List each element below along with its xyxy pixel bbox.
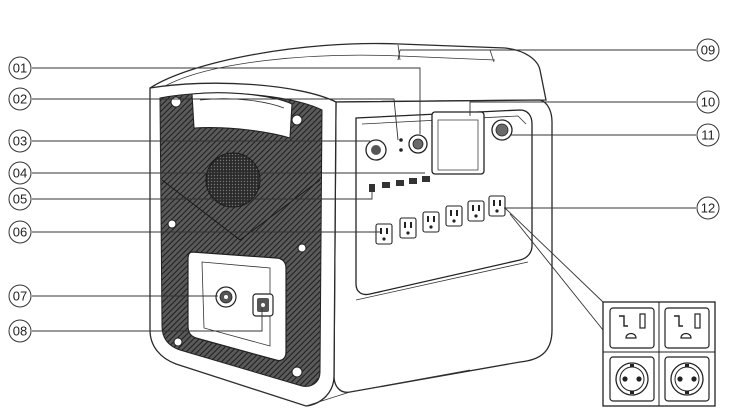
usb-port-icon [409, 178, 417, 184]
screw-icon [170, 96, 182, 108]
outlet-variants-inset [504, 207, 716, 407]
side-panel [159, 92, 323, 387]
svg-text:12: 12 [701, 201, 715, 216]
us-outlet-variant-icon [664, 307, 710, 349]
svg-text:08: 08 [13, 324, 27, 339]
ac-outlet-icon [467, 200, 485, 222]
fan-grill-icon [205, 152, 261, 208]
svg-text:04: 04 [13, 166, 27, 181]
callout-06: 06 [8, 220, 32, 244]
svg-text:05: 05 [13, 192, 27, 207]
callout-05: 05 [8, 187, 32, 211]
callout-07: 07 [8, 284, 32, 308]
svg-text:02: 02 [13, 92, 27, 107]
callout-02: 02 [8, 87, 32, 111]
callout-01: 01 [8, 56, 32, 80]
svg-text:10: 10 [701, 95, 715, 110]
svg-text:03: 03 [13, 134, 27, 149]
ac-outlet-icon [488, 195, 506, 217]
ac-outlet-icon [399, 217, 417, 239]
front-panel [355, 109, 533, 301]
callout-08: 08 [8, 319, 32, 343]
lcd-display [431, 111, 485, 175]
carry-handle[interactable] [191, 92, 293, 139]
indicator-icon [399, 138, 403, 142]
callout-09: 09 [696, 38, 720, 62]
callout-12: 12 [696, 196, 720, 220]
callout-04: 04 [8, 161, 32, 185]
indicator-icon [399, 148, 403, 152]
input-bay [187, 251, 287, 362]
callout-10: 10 [696, 90, 720, 114]
svg-text:09: 09 [701, 43, 715, 58]
svg-text:01: 01 [13, 61, 27, 76]
usb-port-icon [396, 180, 404, 186]
svg-text:06: 06 [13, 225, 27, 240]
ac-outlet-row [375, 195, 506, 245]
eu-outlet-variant-icon [609, 356, 655, 402]
screw-icon [167, 219, 177, 229]
ac-outlet-icon [445, 205, 463, 227]
screw-icon [291, 114, 303, 126]
usb-port-icon [382, 182, 390, 188]
leader-lines [32, 49, 696, 332]
svg-text:11: 11 [701, 128, 715, 143]
us-outlet-variant-icon [609, 307, 655, 349]
eu-outlet-variant-icon [664, 356, 710, 402]
usb-port-icon [422, 176, 430, 182]
svg-text:07: 07 [13, 289, 27, 304]
screw-icon [291, 366, 303, 378]
ac-outlet-icon [422, 211, 440, 233]
screw-icon [297, 243, 307, 253]
callout-11: 11 [696, 123, 720, 147]
callout-03: 03 [8, 129, 32, 153]
screw-icon [173, 337, 183, 347]
ac-outlet-icon [375, 223, 393, 245]
